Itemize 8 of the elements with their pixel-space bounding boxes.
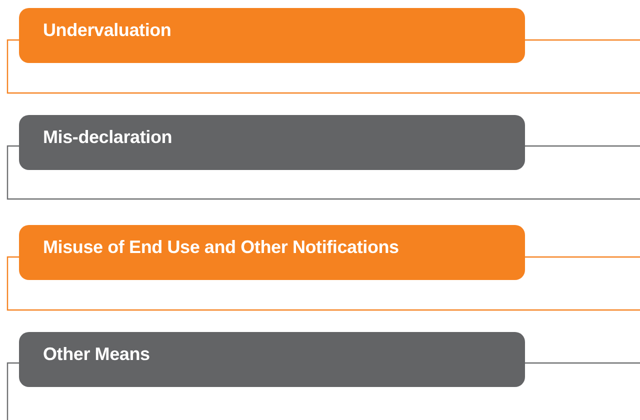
category-title: Other Means xyxy=(43,344,150,364)
category-box xyxy=(19,332,525,387)
category-title: Misuse of End Use and Other Notifications xyxy=(43,237,399,257)
category-box xyxy=(19,8,525,63)
category-box xyxy=(19,225,525,280)
category-box xyxy=(19,115,525,170)
category-title: Mis-declaration xyxy=(43,127,172,147)
category-title: Undervaluation xyxy=(43,20,172,40)
